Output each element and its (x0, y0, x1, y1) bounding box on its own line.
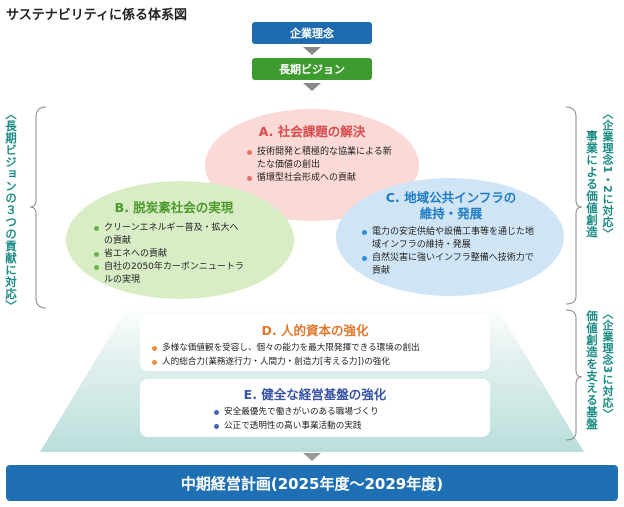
circle-c-item: 自然災害に強いインフラ整備へ技術力で貢献 (362, 252, 540, 278)
right-upper-bracket (565, 106, 583, 305)
management-foundation-box: E. 健全な経営基盤の強化 安全最優先で働きがいのある職場づくり 公正で透明性の… (140, 379, 490, 437)
right-lower-bracket (565, 309, 583, 441)
left-side-label: 〈長期ビジョンの３つの貢献に対応〉 (4, 108, 18, 312)
long-term-vision-box: 長期ビジョン (252, 58, 372, 80)
circle-b-title: B. 脱炭素社会の実現 (114, 200, 234, 215)
circle-decarbonization: B. 脱炭素社会の実現 クリーンエネルギー普及・拡大への貢献 省エネへの貢献 自… (66, 181, 294, 299)
arrow-down-icon (303, 453, 321, 461)
box-d-title: D. 人的資本の強化 (261, 323, 369, 338)
circle-b-item: 省エネへの貢献 (94, 248, 254, 261)
right-lower-note: 〈企業理念3に対応〉 (601, 308, 614, 420)
corporate-philosophy-box: 企業理念 (252, 22, 372, 44)
box-e-title: E. 健全な経営基盤の強化 (243, 387, 387, 402)
box-e-item: 公正で透明性の高い事業活動の実践 (214, 419, 478, 433)
circle-c-title-line1: C. 地域公共インフラの (385, 190, 517, 205)
right-upper-note: 〈企業理念1・2に対応〉 (601, 108, 614, 240)
circle-b-item: 自社の2050年カーボンニュートラルの実現 (94, 261, 244, 287)
human-capital-box: D. 人的資本の強化 多様な価値観を受容し、個々の能力を最大限発揮できる環境の創… (140, 315, 490, 371)
circle-a-item: 循環型社会形成への貢献 (247, 172, 397, 185)
page-title: サステナビリティに係る体系図 (6, 8, 187, 23)
circle-a-item: 技術開発と積極的な協業による新たな価値の創出 (247, 146, 397, 172)
right-lower-label: 価値創造を支える基盤 (585, 310, 599, 430)
arrow-down-icon (303, 83, 321, 91)
circle-a-title: A. 社会課題の解決 (258, 124, 366, 139)
box-d-item: 多様な価値観を受容し、個々の能力を最大限発揮できる環境の創出 (152, 341, 478, 355)
circle-b-item: クリーンエネルギー普及・拡大への貢献 (94, 222, 244, 248)
circle-regional-infrastructure: C. 地域公共インフラの 維持・発展 電力の安定供給や設備工事等を通じた地域イン… (336, 178, 564, 296)
left-bracket (29, 106, 47, 309)
circle-c-title: C. 地域公共インフラの 維持・発展 (362, 190, 540, 222)
right-upper-label: 事業による価値創造 (585, 130, 599, 238)
circle-c-title-line2: 維持・発展 (419, 206, 483, 221)
box-d-item: 人的総合力(業務遂行力・人間力・創造力[考える力])の強化 (152, 355, 478, 369)
mid-term-plan-bar: 中期経営計画(2025年度～2029年度) (6, 465, 618, 501)
arrow-down-icon (303, 47, 321, 55)
circle-c-item: 電力の安定供給や設備工事等を通じた地域インフラの維持・発展 (362, 226, 540, 252)
box-e-item: 安全最優先で働きがいのある職場づくり (214, 405, 478, 419)
